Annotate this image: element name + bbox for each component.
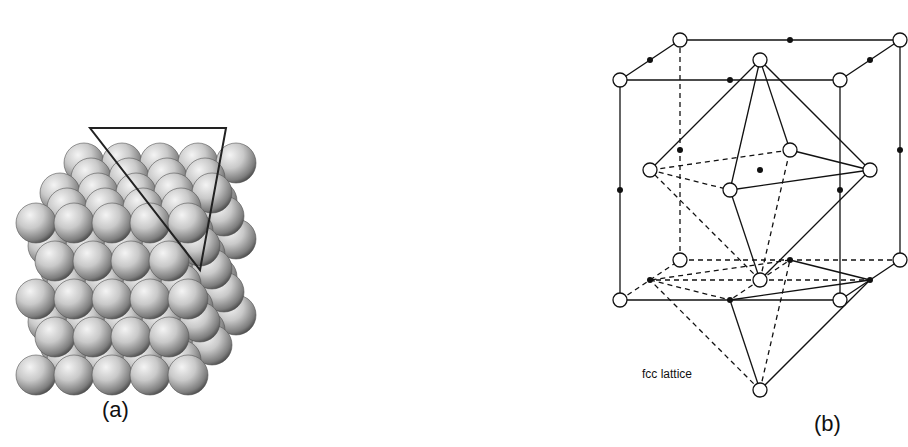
atom-sphere (73, 317, 113, 357)
lattice-atom (783, 143, 797, 157)
cube-edge (840, 40, 900, 80)
close-packed-plane (90, 128, 226, 270)
atom-sphere (16, 203, 56, 243)
octahedral-site (867, 57, 873, 63)
lattice-atom (643, 163, 657, 177)
atom-sphere (92, 203, 132, 243)
octahedral-site (647, 277, 653, 283)
atom-sphere (16, 355, 56, 395)
lattice-atom (723, 183, 737, 197)
octahedral-site (897, 147, 903, 153)
cube-edge (620, 260, 680, 300)
lattice-atom (673, 253, 687, 267)
sphere-stack (16, 128, 256, 395)
octahedron-edge (790, 260, 870, 280)
cube-edge (620, 40, 680, 80)
octahedron-edge (650, 150, 790, 170)
atom-sphere (168, 355, 208, 395)
atom-sphere (35, 317, 75, 357)
lattice-atom (753, 273, 767, 287)
octahedron-edge (760, 60, 870, 170)
octahedral-site (727, 297, 733, 303)
lattice-atom (833, 73, 847, 87)
atom-sphere (54, 203, 94, 243)
octahedron-edge (730, 60, 760, 190)
lattice-atom (613, 73, 627, 87)
atom-sphere (54, 355, 94, 395)
octahedral-site (787, 257, 793, 263)
octahedron-edge (760, 280, 870, 390)
lattice-atom (893, 33, 907, 47)
octahedron-edge (730, 170, 870, 190)
octahedral-site (837, 187, 843, 193)
octahedron-edge (760, 170, 870, 280)
lattice-atom (753, 383, 767, 397)
octahedron-edge (650, 170, 760, 280)
octahedral-site (677, 147, 683, 153)
panel-label: (a) (100, 398, 131, 422)
lattice-atom (863, 163, 877, 177)
atom-sphere (111, 317, 151, 357)
octahedron-edge (790, 150, 870, 170)
octahedron-edge (650, 280, 730, 300)
lattice-atom (753, 53, 767, 67)
atom-sphere (35, 241, 75, 281)
atom-sphere (111, 241, 151, 281)
cube-edge (840, 260, 900, 300)
atom-sphere (92, 355, 132, 395)
octahedron-edge (650, 260, 790, 280)
octahedron-edge (650, 279, 760, 280)
fcc-cell (613, 33, 907, 397)
atom-sphere (149, 317, 189, 357)
figure-caption: fcc lattice (640, 368, 694, 381)
octahedral-site (617, 187, 623, 193)
octahedron-edge (650, 60, 760, 170)
atom-sphere (73, 241, 113, 281)
octahedral-site (757, 167, 763, 173)
lattice-atom (673, 33, 687, 47)
octahedron-edge (730, 300, 760, 390)
lattice-atom (833, 293, 847, 307)
octahedron-edge (730, 280, 870, 300)
octahedral-site (727, 77, 733, 83)
octahedron-edge (760, 279, 870, 280)
octahedral-site (867, 277, 873, 283)
lattice-atom (893, 253, 907, 267)
atom-sphere (130, 355, 170, 395)
octahedral-site (647, 57, 653, 63)
octahedron-edge (650, 170, 730, 190)
lattice-atom (613, 293, 627, 307)
atom-sphere (130, 279, 170, 319)
atom-sphere (54, 279, 94, 319)
atom-sphere (168, 279, 208, 319)
octahedron-edge (760, 60, 790, 150)
atom-sphere (92, 279, 132, 319)
panel-label: (b) (812, 412, 843, 436)
atom-sphere (16, 279, 56, 319)
octahedral-site (787, 37, 793, 43)
